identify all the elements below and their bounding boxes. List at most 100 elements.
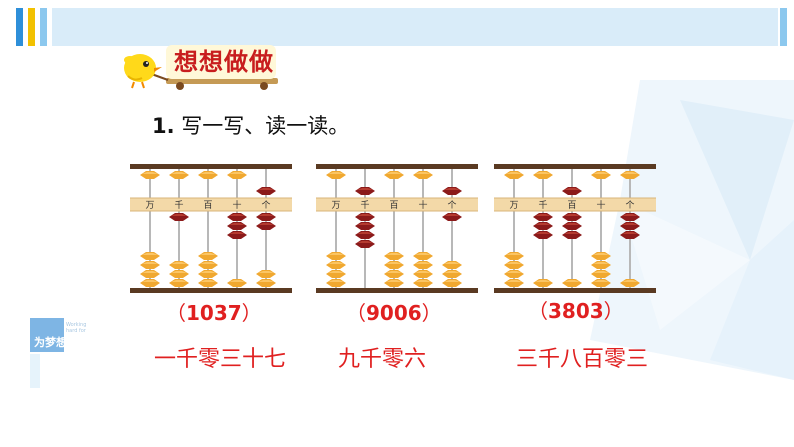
abacus-bead bbox=[591, 171, 611, 179]
abacus-bead bbox=[591, 261, 611, 269]
abacus-place-label: 千 bbox=[174, 200, 183, 211]
think-and-do-tag: 想想做做 bbox=[118, 42, 286, 92]
abacus-bottom-rail bbox=[130, 288, 292, 293]
abacus-place-label: 十 bbox=[418, 199, 427, 211]
abacus-bead-counted bbox=[620, 222, 640, 230]
abacus-rod bbox=[207, 169, 209, 288]
answer-2: （9006） bbox=[346, 300, 442, 326]
abacus-bead bbox=[591, 279, 611, 287]
abacus-bead bbox=[169, 171, 189, 179]
abacus-bead bbox=[140, 279, 160, 287]
abacus-bead-counted bbox=[355, 213, 375, 221]
abacus-3-graphic: 万千百十个 bbox=[494, 164, 656, 293]
abacus-bead bbox=[326, 171, 346, 179]
abacus-bead bbox=[442, 261, 462, 269]
abacus-bead bbox=[442, 270, 462, 278]
abacus-bead bbox=[384, 270, 404, 278]
abacus-place-label: 千 bbox=[538, 200, 547, 211]
watermark-small-line-2: hard for bbox=[66, 328, 86, 334]
abacus-bead-counted bbox=[227, 222, 247, 230]
abacus-bead-counted bbox=[620, 213, 640, 221]
abacus-place-label: 千 bbox=[360, 200, 369, 211]
abacus-place-label: 万 bbox=[509, 201, 518, 211]
answer-3-value: 3803 bbox=[548, 299, 604, 323]
abacus-place-label: 百 bbox=[567, 200, 576, 211]
abacus-bead bbox=[326, 279, 346, 287]
abacus-bead bbox=[140, 270, 160, 278]
abacus-bead-counted bbox=[533, 222, 553, 230]
abacus-2: 万千百十个 bbox=[316, 160, 478, 296]
abacus-bead bbox=[140, 171, 160, 179]
abacus-bead-counted bbox=[562, 187, 582, 195]
abacus-rod bbox=[178, 169, 180, 288]
abacus-place-label: 百 bbox=[203, 200, 212, 211]
abacus-rod bbox=[422, 169, 424, 288]
watermark-small-line-1: Working bbox=[66, 322, 87, 328]
answer-1-open-paren: （ bbox=[166, 301, 186, 325]
abacus-rod bbox=[149, 169, 151, 288]
reading-1: 一千零三十七 bbox=[154, 347, 287, 372]
reading-2: 九千零六 bbox=[338, 347, 427, 372]
abacus-place-label: 十 bbox=[596, 199, 605, 211]
abacus-rod bbox=[600, 169, 602, 288]
abacus-bead-counted bbox=[256, 187, 276, 195]
abacus-bead bbox=[413, 261, 433, 269]
abacus-bead-counted bbox=[355, 231, 375, 239]
abacus-bead bbox=[326, 261, 346, 269]
answer-2-close-paren: ） bbox=[421, 301, 442, 325]
abacus-bead bbox=[326, 252, 346, 260]
abacus-bead bbox=[256, 279, 276, 287]
abacus-bead bbox=[591, 252, 611, 260]
abacus-bead bbox=[256, 270, 276, 278]
abacus-bead bbox=[504, 270, 524, 278]
abacus-rod bbox=[513, 169, 515, 288]
abacus-3: 万千百十个 bbox=[494, 160, 656, 296]
abacus-bead-counted bbox=[227, 213, 247, 221]
abacus-bead bbox=[169, 270, 189, 278]
abacus-bead bbox=[504, 279, 524, 287]
abacus-bead bbox=[198, 270, 218, 278]
abacus-rod bbox=[393, 169, 395, 288]
abacus-beam bbox=[494, 198, 656, 211]
abacus-bead bbox=[140, 252, 160, 260]
abacus-place-label: 个 bbox=[261, 200, 270, 211]
header-bar bbox=[52, 8, 778, 46]
abacus-bead bbox=[413, 252, 433, 260]
watermark-shadow bbox=[30, 354, 40, 388]
answer-1-close-paren: ） bbox=[241, 301, 262, 325]
exercise-instruction: 1. 写一写、读一读。 bbox=[152, 112, 349, 140]
abacus-bead bbox=[169, 279, 189, 287]
answer-2-value: 9006 bbox=[366, 301, 422, 325]
abacus-bead bbox=[326, 270, 346, 278]
abacus-top-rail bbox=[316, 164, 478, 169]
answer-2-open-paren: （ bbox=[346, 301, 366, 325]
abacus-bead bbox=[198, 279, 218, 287]
abacus-2-graphic: 万千百十个 bbox=[316, 164, 478, 293]
abacus-bead bbox=[533, 171, 553, 179]
abacus-bead bbox=[533, 279, 553, 287]
abacus-bead-counted bbox=[533, 213, 553, 221]
answer-3: （3803） bbox=[528, 298, 624, 324]
abacus-rod bbox=[335, 169, 337, 288]
abacus-place-label: 百 bbox=[389, 200, 398, 211]
reading-3: 三千八百零三 bbox=[516, 347, 649, 372]
abacus-bead bbox=[169, 261, 189, 269]
abacus-bead bbox=[620, 171, 640, 179]
abacus-bead-counted bbox=[355, 222, 375, 230]
abacus-bead-counted bbox=[256, 213, 276, 221]
abacus-bead-counted bbox=[256, 222, 276, 230]
abacus-bead bbox=[591, 270, 611, 278]
exercise-text: 写一写、读一读。 bbox=[181, 114, 350, 138]
abacus-bead-counted bbox=[227, 231, 247, 239]
abacus-bead bbox=[384, 279, 404, 287]
section-badge-title: 想想做做 bbox=[174, 48, 274, 76]
abacus-bead bbox=[227, 279, 247, 287]
abacus-bead-counted bbox=[442, 213, 462, 221]
abacus-bead bbox=[384, 171, 404, 179]
yellow-stripe bbox=[28, 8, 35, 46]
abacus-place-label: 个 bbox=[625, 200, 634, 211]
abacus-place-label: 万 bbox=[331, 201, 340, 211]
abacus-bead-counted bbox=[562, 213, 582, 221]
abacus-bead bbox=[227, 171, 247, 179]
header-accent bbox=[780, 8, 787, 46]
